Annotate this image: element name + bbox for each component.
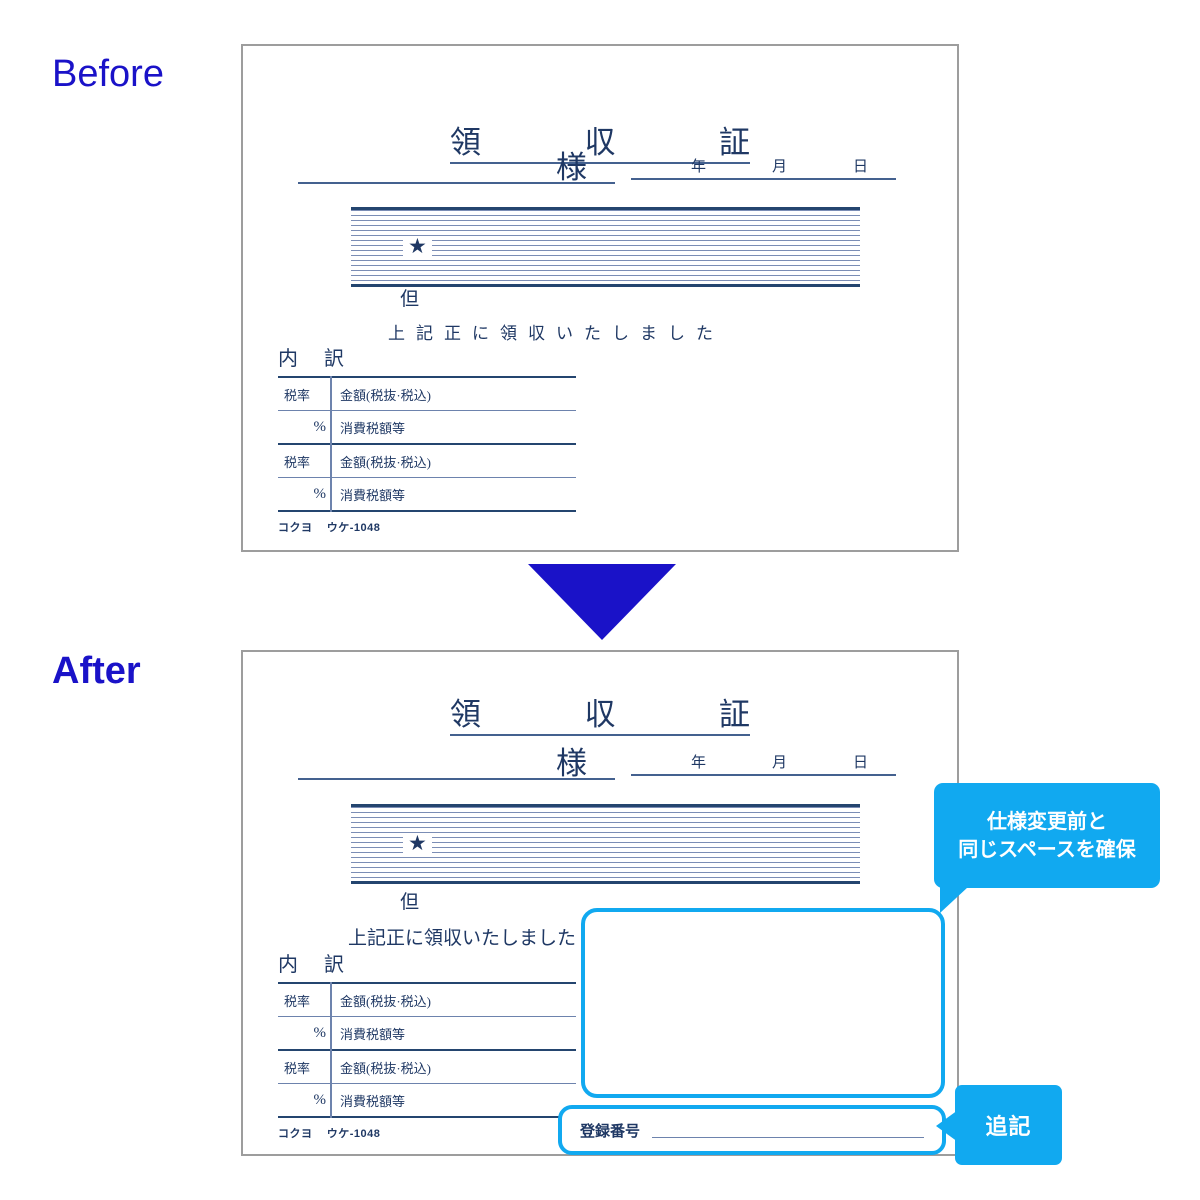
statement-char: に <box>472 324 489 343</box>
tadashi-label-before: 但 <box>400 289 420 310</box>
percent-label: % <box>278 477 332 511</box>
tax-amount-label: 消費税額等 <box>340 1093 406 1109</box>
percent-label: % <box>278 1016 332 1050</box>
table-bottom-rule <box>278 511 576 513</box>
after-label: After <box>52 650 141 692</box>
title-char-2: 収 <box>584 697 616 732</box>
receipt-surface-after: 領 収 証 様 年 月 日 ★ 但 上記正に領収いたしました 内 訳 税率 金額… <box>243 652 957 1154</box>
footer-brand-before: コクヨ ウケ-1048 <box>278 519 380 535</box>
breakdown-heading-after: 内 訳 <box>278 955 344 975</box>
tax-rate-label: 税率 <box>278 444 332 478</box>
before-label: Before <box>52 53 164 95</box>
table-row: % 消費税額等 <box>278 1083 576 1117</box>
product-code-text: ウケ-1048 <box>326 1128 381 1140</box>
tax-amount-label: 消費税額等 <box>340 1026 406 1042</box>
addition-badge: 追記 <box>955 1085 1062 1165</box>
date-unit-day: 日 <box>852 159 868 175</box>
title-char-2: 収 <box>584 125 616 160</box>
title-char-1: 領 <box>450 125 481 160</box>
breakdown-table-before: 税率 金額(税抜·税込) % 消費税額等 税率 金額(税抜·税込) % 消費税額… <box>278 376 576 513</box>
date-unit-year: 年 <box>691 755 707 771</box>
star-icon: ★ <box>403 833 432 854</box>
amount-stripe-box-after: ★ <box>351 804 860 884</box>
recipient-suffix-before: 様 <box>556 150 587 185</box>
spacer <box>278 511 576 512</box>
amount-label: 金額(税抜·税込) <box>340 993 431 1009</box>
registration-number-field[interactable]: 登録番号 <box>558 1105 946 1155</box>
tax-rate-label: 税率 <box>278 1050 332 1084</box>
receipt-title-before: 領 収 証 <box>450 120 750 164</box>
callout-line-2: 同じスペースを確保 <box>958 838 1136 861</box>
registration-number-rule <box>652 1136 924 1138</box>
tax-rate-label: 税率 <box>278 377 332 411</box>
star-icon: ★ <box>403 236 432 257</box>
date-unit-month: 月 <box>771 159 787 175</box>
title-char-3: 証 <box>719 697 750 732</box>
table-bottom-rule <box>278 1117 576 1119</box>
statement-char: 上 <box>388 324 405 343</box>
tax-rate-label: 税率 <box>278 983 332 1017</box>
statement-char: 収 <box>528 324 545 343</box>
registration-number-label: 登録番号 <box>580 1123 641 1140</box>
percent-label: % <box>278 1083 332 1117</box>
statement-char: た <box>584 324 601 343</box>
recipient-suffix-after: 様 <box>556 746 587 781</box>
spacer <box>278 1117 576 1118</box>
statement-char: ま <box>640 324 657 343</box>
breakdown-table-after: 税率 金額(税抜·税込) % 消費税額等 税率 金額(税抜·税込) % 消費税額… <box>278 982 576 1119</box>
date-row-before: 年 月 日 <box>631 146 896 180</box>
brand-text: コクヨ <box>278 1128 313 1140</box>
date-unit-year: 年 <box>691 159 707 175</box>
tax-amount-label: 消費税額等 <box>340 420 406 436</box>
recipient-name-rule-after <box>298 778 615 780</box>
date-unit-day: 日 <box>852 755 868 771</box>
date-row-after: 年 月 日 <box>631 742 896 776</box>
recipient-name-rule-before <box>298 182 615 184</box>
statement-char: し <box>612 324 629 343</box>
amount-label: 金額(税抜·税込) <box>340 387 431 403</box>
addition-badge-label: 追記 <box>985 1114 1032 1139</box>
statement-before: 上 記 正 に 領 収 い た し ま し た <box>388 325 713 342</box>
table-row: % 消費税額等 <box>278 477 576 511</box>
tax-amount-label: 消費税額等 <box>340 487 406 503</box>
breakdown-heading-char-2: 訳 <box>324 954 344 976</box>
percent-label: % <box>278 410 332 444</box>
table-row: % 消費税額等 <box>278 410 576 444</box>
statement-after: 上記正に領収いたしました <box>348 928 577 949</box>
statement-char: し <box>668 324 685 343</box>
amount-stripe-box-before: ★ <box>351 207 860 287</box>
footer-brand-after: コクヨ ウケ-1048 <box>278 1125 380 1141</box>
statement-char: 記 <box>416 324 433 343</box>
reserved-space-callout: 仕様変更前と 同じスペースを確保 <box>934 783 1160 888</box>
date-unit-month: 月 <box>771 755 787 771</box>
before-receipt-panel: 領 収 証 様 年 月 日 ★ 但 上 記 正 に 領 収 い た し ま <box>241 44 959 552</box>
product-code-text: ウケ-1048 <box>326 522 381 534</box>
statement-char: た <box>696 324 713 343</box>
callout-tail-icon <box>940 887 968 913</box>
receipt-title-after: 領 収 証 <box>450 692 750 736</box>
breakdown-heading-char-1: 内 <box>278 348 298 370</box>
before-to-after-arrow-icon <box>528 564 676 640</box>
badge-tail-icon <box>936 1110 958 1142</box>
title-char-1: 領 <box>450 697 481 732</box>
table-row: 税率 金額(税抜·税込) <box>278 1050 576 1084</box>
statement-char: 正 <box>444 324 461 343</box>
callout-line-1: 仕様変更前と <box>987 810 1107 833</box>
table-row: 税率 金額(税抜·税込) <box>278 377 576 411</box>
table-row: 税率 金額(税抜·税込) <box>278 444 576 478</box>
title-char-3: 証 <box>719 125 750 160</box>
amount-label: 金額(税抜·税込) <box>340 1060 431 1076</box>
tadashi-label-after: 但 <box>400 892 420 913</box>
statement-char: い <box>556 324 573 343</box>
brand-text: コクヨ <box>278 522 313 534</box>
receipt-surface-before: 領 収 証 様 年 月 日 ★ 但 上 記 正 に 領 収 い た し ま <box>243 46 957 550</box>
table-row: % 消費税額等 <box>278 1016 576 1050</box>
breakdown-heading-char-2: 訳 <box>324 348 344 370</box>
reserved-space-box[interactable] <box>581 908 945 1098</box>
breakdown-heading-before: 内 訳 <box>278 349 344 369</box>
statement-char: 領 <box>500 324 517 343</box>
breakdown-heading-char-1: 内 <box>278 954 298 976</box>
table-row: 税率 金額(税抜·税込) <box>278 983 576 1017</box>
amount-label: 金額(税抜·税込) <box>340 454 431 470</box>
